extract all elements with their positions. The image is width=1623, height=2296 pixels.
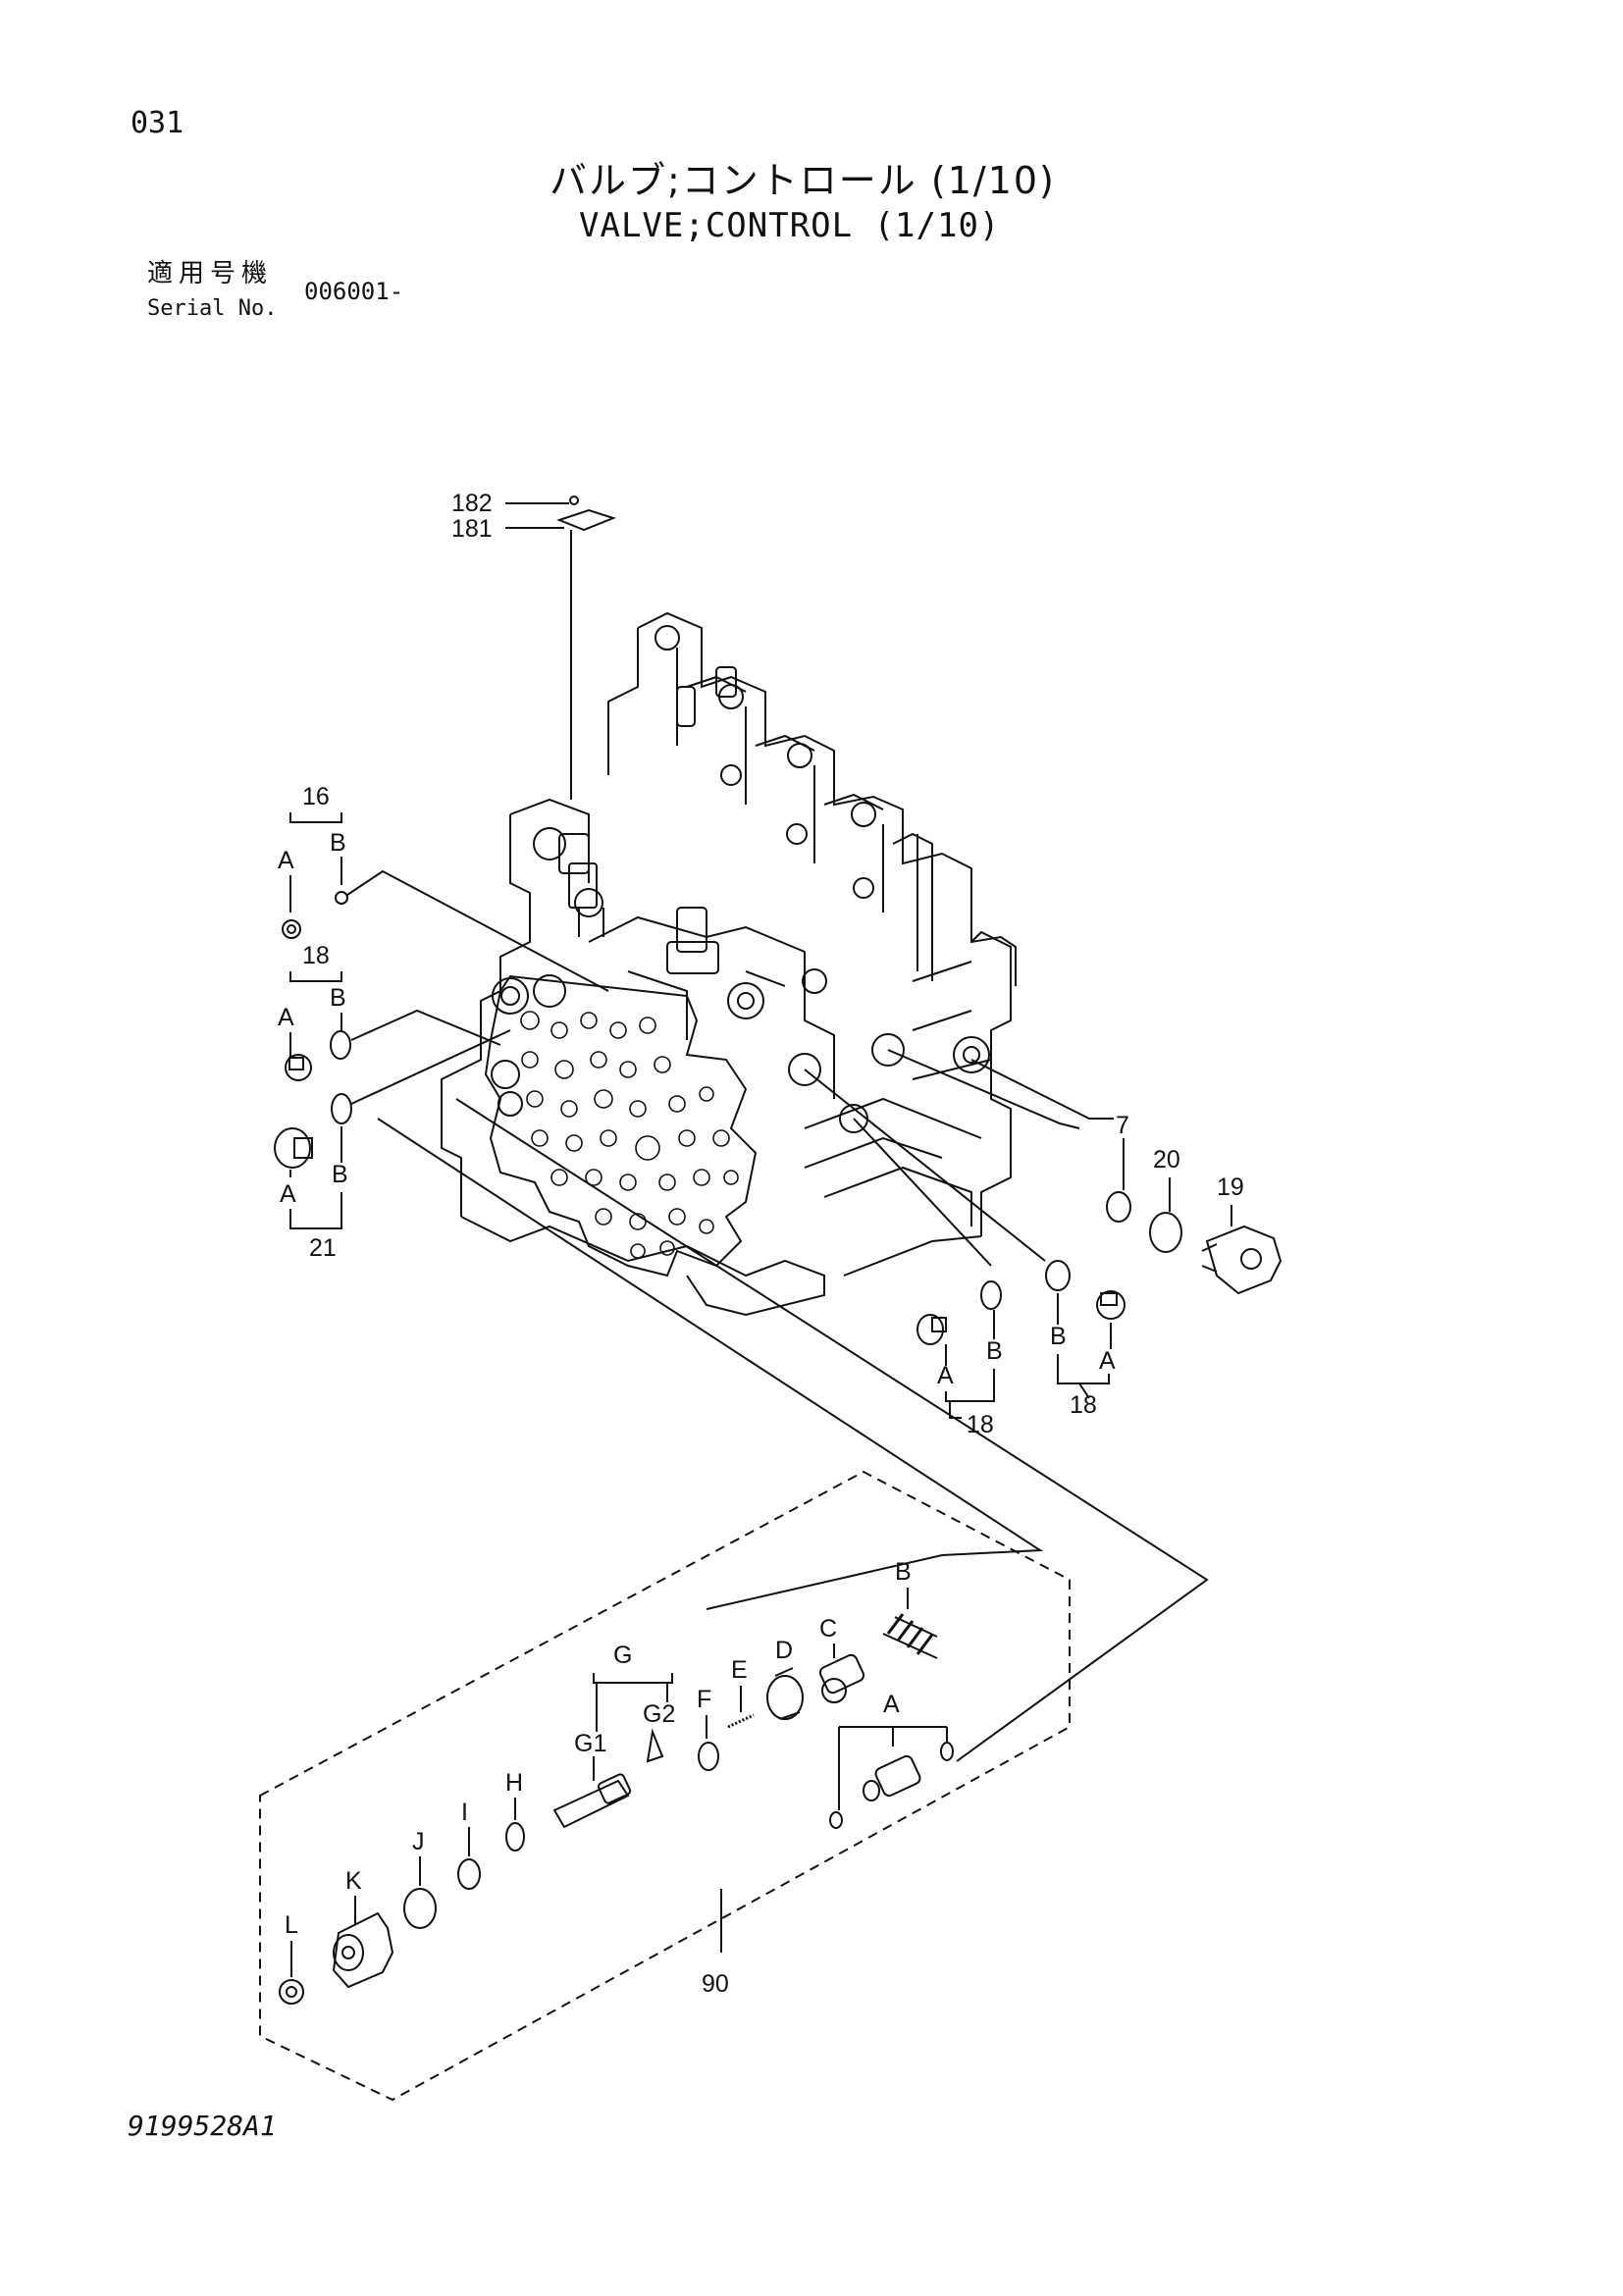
callout-21-b: B [332, 1161, 348, 1188]
callout-16-a: A [278, 847, 294, 874]
kit-c-label: C [819, 1615, 837, 1643]
callout-19: 19 [1217, 1174, 1244, 1201]
kit-b-label: B [895, 1558, 912, 1586]
kit-leader-lines [377, 1098, 1209, 1762]
serial-number-value: 006001- [304, 278, 404, 305]
title-english: VALVE;CONTROL (1/10) [579, 206, 1001, 245]
callout-90: 90 [702, 1970, 729, 1998]
callout-7: 7 [1116, 1112, 1129, 1139]
callout-18-right-a: A [1099, 1347, 1116, 1375]
serial-label-english: Serial No. [147, 296, 278, 321]
relief-valve-kit-90: 90 B C D E F G G1 G2 H [259, 1470, 1071, 2102]
page-number: 031 [131, 106, 184, 140]
port-flange-plate [484, 974, 758, 1278]
callout-20: 20 [1153, 1146, 1180, 1174]
kit-a-label: A [883, 1691, 900, 1718]
control-valve-body [441, 611, 1017, 1317]
serial-label-japanese: 適用号機 [147, 259, 274, 288]
kit-g-label: G [613, 1642, 632, 1669]
plug-group-21: A B 21 [274, 1029, 511, 1262]
kit-d-label: D [775, 1637, 793, 1664]
kit-j-label: J [412, 1828, 425, 1855]
drawing-number: 9199528A1 [128, 2110, 277, 2142]
callout-18-right-b: B [1050, 1323, 1067, 1350]
callout-21-a: A [280, 1180, 296, 1208]
kit-f-label: F [697, 1686, 711, 1713]
kit-k-label: K [345, 1867, 362, 1895]
callout-18-left-b: B [330, 984, 346, 1012]
callout-18-left-a: A [278, 1004, 294, 1031]
kit-e-label: E [731, 1656, 748, 1684]
callout-18-mid-a: A [937, 1362, 954, 1389]
kit-i-label: I [461, 1799, 468, 1826]
plug-group-18-left: 18 A B [278, 942, 501, 1081]
name-plate-part: 182 181 [451, 490, 616, 800]
callout-181: 181 [451, 515, 493, 543]
callout-18-mid-b: B [986, 1337, 1003, 1365]
kit-g2-label: G2 [643, 1700, 675, 1728]
title-japanese: バルブ;コントロール (1/10) [550, 159, 1056, 202]
kit-g1-label: G1 [574, 1730, 606, 1757]
callout-182: 182 [451, 490, 493, 517]
callout-21: 21 [309, 1234, 337, 1262]
right-plug-parts: 7 20 19 [887, 1049, 1283, 1295]
plug-group-16: 16 A B [278, 783, 609, 992]
plug-group-18-lower: B A 18 B A 18 [804, 1069, 1126, 1438]
kit-l-label: L [285, 1911, 298, 1939]
callout-18-left: 18 [302, 942, 330, 969]
callout-16: 16 [302, 783, 330, 810]
callout-18-right: 18 [1070, 1391, 1097, 1419]
kit-h-label: H [505, 1769, 523, 1797]
callout-16-b: B [330, 829, 346, 857]
